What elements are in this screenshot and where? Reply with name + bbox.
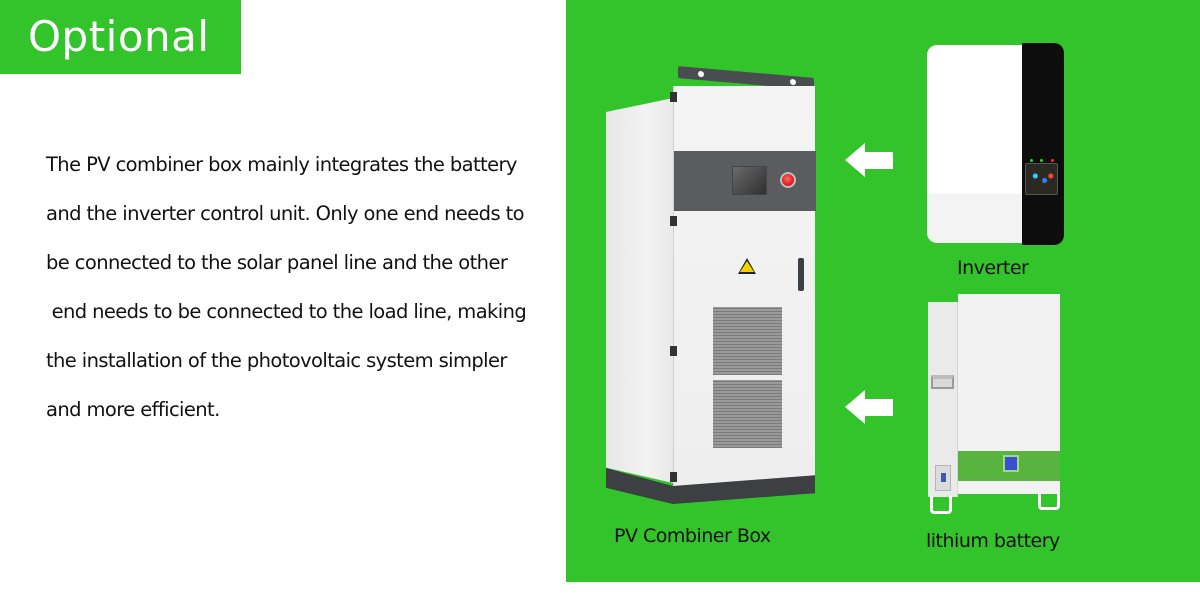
cabinet-door	[670, 86, 816, 491]
lifting-hole-icon	[790, 78, 796, 86]
inverter-image	[927, 43, 1064, 245]
inverter-display	[1025, 163, 1058, 195]
battery-side-panel	[928, 302, 958, 497]
status-led-icon	[1040, 159, 1043, 162]
carry-handle-icon	[931, 375, 954, 389]
status-led-icon	[1030, 159, 1033, 162]
battery-lcd-display	[1003, 455, 1019, 472]
description-line: The PV combiner box mainly integrates th…	[46, 153, 517, 176]
hinge-icon	[670, 216, 677, 226]
inverter-caption: Inverter	[957, 257, 1029, 279]
lithium-battery-image	[928, 294, 1064, 519]
arrow-left-icon	[845, 143, 893, 177]
arrow-left-icon	[845, 390, 893, 424]
ventilation-grille	[713, 307, 782, 375]
inverter-body	[927, 45, 1022, 243]
hinge-icon	[670, 472, 677, 482]
inverter-front-panel	[1022, 43, 1064, 245]
hinge-icon	[670, 92, 677, 102]
description-line: the installation of the photovoltaic sys…	[46, 349, 507, 372]
emergency-stop-icon	[780, 172, 796, 188]
hinge-icon	[670, 346, 677, 356]
combiner-box-caption: PV Combiner Box	[614, 525, 771, 547]
description-paragraph: The PV combiner box mainly integrates th…	[46, 140, 566, 434]
touch-screen	[732, 166, 767, 195]
control-panel	[674, 151, 816, 211]
door-handle-icon	[798, 258, 804, 291]
badge-label: Optional	[28, 12, 210, 61]
status-led-icon	[1051, 159, 1054, 162]
ventilation-grille	[713, 380, 782, 448]
pv-combiner-box-image	[606, 66, 821, 510]
cabinet-side-panel	[606, 98, 673, 483]
breaker-switch-icon	[935, 465, 951, 491]
lifting-hole-icon	[698, 70, 704, 78]
battery-green-band	[958, 451, 1060, 481]
description-line: be connected to the solar panel line and…	[46, 251, 508, 274]
description-line: end needs to be connected to the load li…	[46, 300, 527, 323]
optional-badge: Optional	[0, 0, 241, 74]
battery-foot-bracket	[930, 496, 952, 514]
description-line: and more efficient.	[46, 398, 220, 421]
description-line: and the inverter control unit. Only one …	[46, 202, 525, 225]
battery-caption: lithium battery	[926, 530, 1060, 552]
high-voltage-warning-icon	[738, 258, 756, 274]
battery-front	[958, 294, 1060, 494]
battery-foot-bracket	[1038, 492, 1060, 510]
